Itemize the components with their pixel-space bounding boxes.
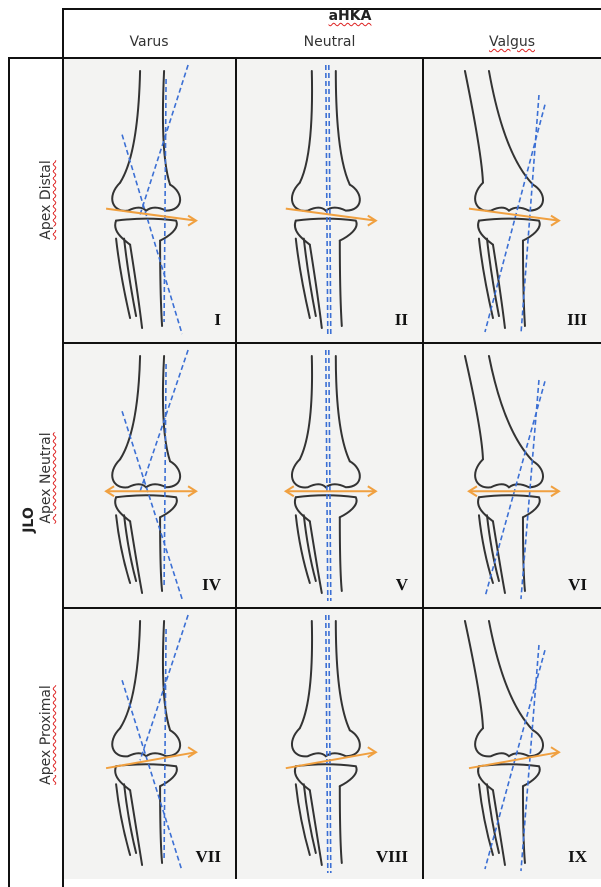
row-group-title: JLO xyxy=(21,507,37,533)
knee-joint-sketch-icon xyxy=(237,609,422,879)
cell-numeral: III xyxy=(567,310,587,330)
joint-line-arrow xyxy=(286,209,376,226)
knee-joint-sketch-icon xyxy=(424,609,601,879)
knee-joint-sketch-icon xyxy=(64,344,235,607)
row-header-apex-proximal-text: Apex Proximal xyxy=(38,685,54,785)
column-header-varus: Varus xyxy=(62,34,236,50)
mechanical-axis-lines xyxy=(326,350,331,601)
grid-line-col1 xyxy=(235,57,237,879)
cell-vi: VI xyxy=(424,344,601,607)
row-header-apex-proximal: Apex Proximal xyxy=(38,685,54,785)
cell-iv: IV xyxy=(64,344,235,607)
cell-ix: IX xyxy=(424,609,601,879)
cell-viii: VIII xyxy=(237,609,422,879)
cell-numeral: IX xyxy=(568,847,587,867)
header-left-border xyxy=(62,8,64,58)
cell-numeral: II xyxy=(395,310,408,330)
cell-i: I xyxy=(64,59,235,342)
cell-vii: VII xyxy=(64,609,235,879)
row-header-apex-neutral-text: Apex Neutral xyxy=(38,432,54,523)
knee-joint-sketch-icon xyxy=(64,609,235,879)
row-header-frame xyxy=(8,57,64,887)
cell-numeral: VI xyxy=(568,575,587,595)
cell-v: V xyxy=(237,344,422,607)
cell-numeral: V xyxy=(396,575,408,595)
row-header-apex-distal: Apex Distal xyxy=(38,160,54,240)
grid-line-top xyxy=(62,57,601,59)
knee-joint-sketch-icon xyxy=(237,344,422,607)
column-header-valgus: Valgus xyxy=(423,34,601,50)
mechanical-axis-lines xyxy=(485,645,545,871)
knee-bone-outline xyxy=(465,356,543,593)
row-header-apex-neutral: Apex Neutral xyxy=(38,432,54,523)
joint-line-arrow xyxy=(106,209,196,226)
mechanical-axis-lines xyxy=(326,615,331,873)
column-group-title: aHKA xyxy=(240,8,460,24)
cell-ii: II xyxy=(237,59,422,342)
cell-numeral: I xyxy=(214,310,221,330)
cell-numeral: VII xyxy=(195,847,221,867)
column-header-neutral: Neutral xyxy=(236,34,423,50)
cell-numeral: VIII xyxy=(376,847,408,867)
knee-joint-sketch-icon xyxy=(424,59,601,342)
row-header-apex-distal-text: Apex Distal xyxy=(38,160,54,240)
cell-iii: III xyxy=(424,59,601,342)
knee-bone-outline xyxy=(112,621,180,865)
mechanical-axis-lines xyxy=(485,380,545,599)
knee-joint-sketch-icon xyxy=(424,344,601,607)
knee-joint-sketch-icon xyxy=(237,59,422,342)
cell-numeral: IV xyxy=(202,575,221,595)
mechanical-axis-lines xyxy=(326,65,331,336)
grid-line-row2 xyxy=(62,607,601,609)
grid-line-row1 xyxy=(62,342,601,344)
knee-joint-sketch-icon xyxy=(64,59,235,342)
knee-bone-outline xyxy=(112,71,180,328)
grid-line-col2 xyxy=(422,57,424,879)
